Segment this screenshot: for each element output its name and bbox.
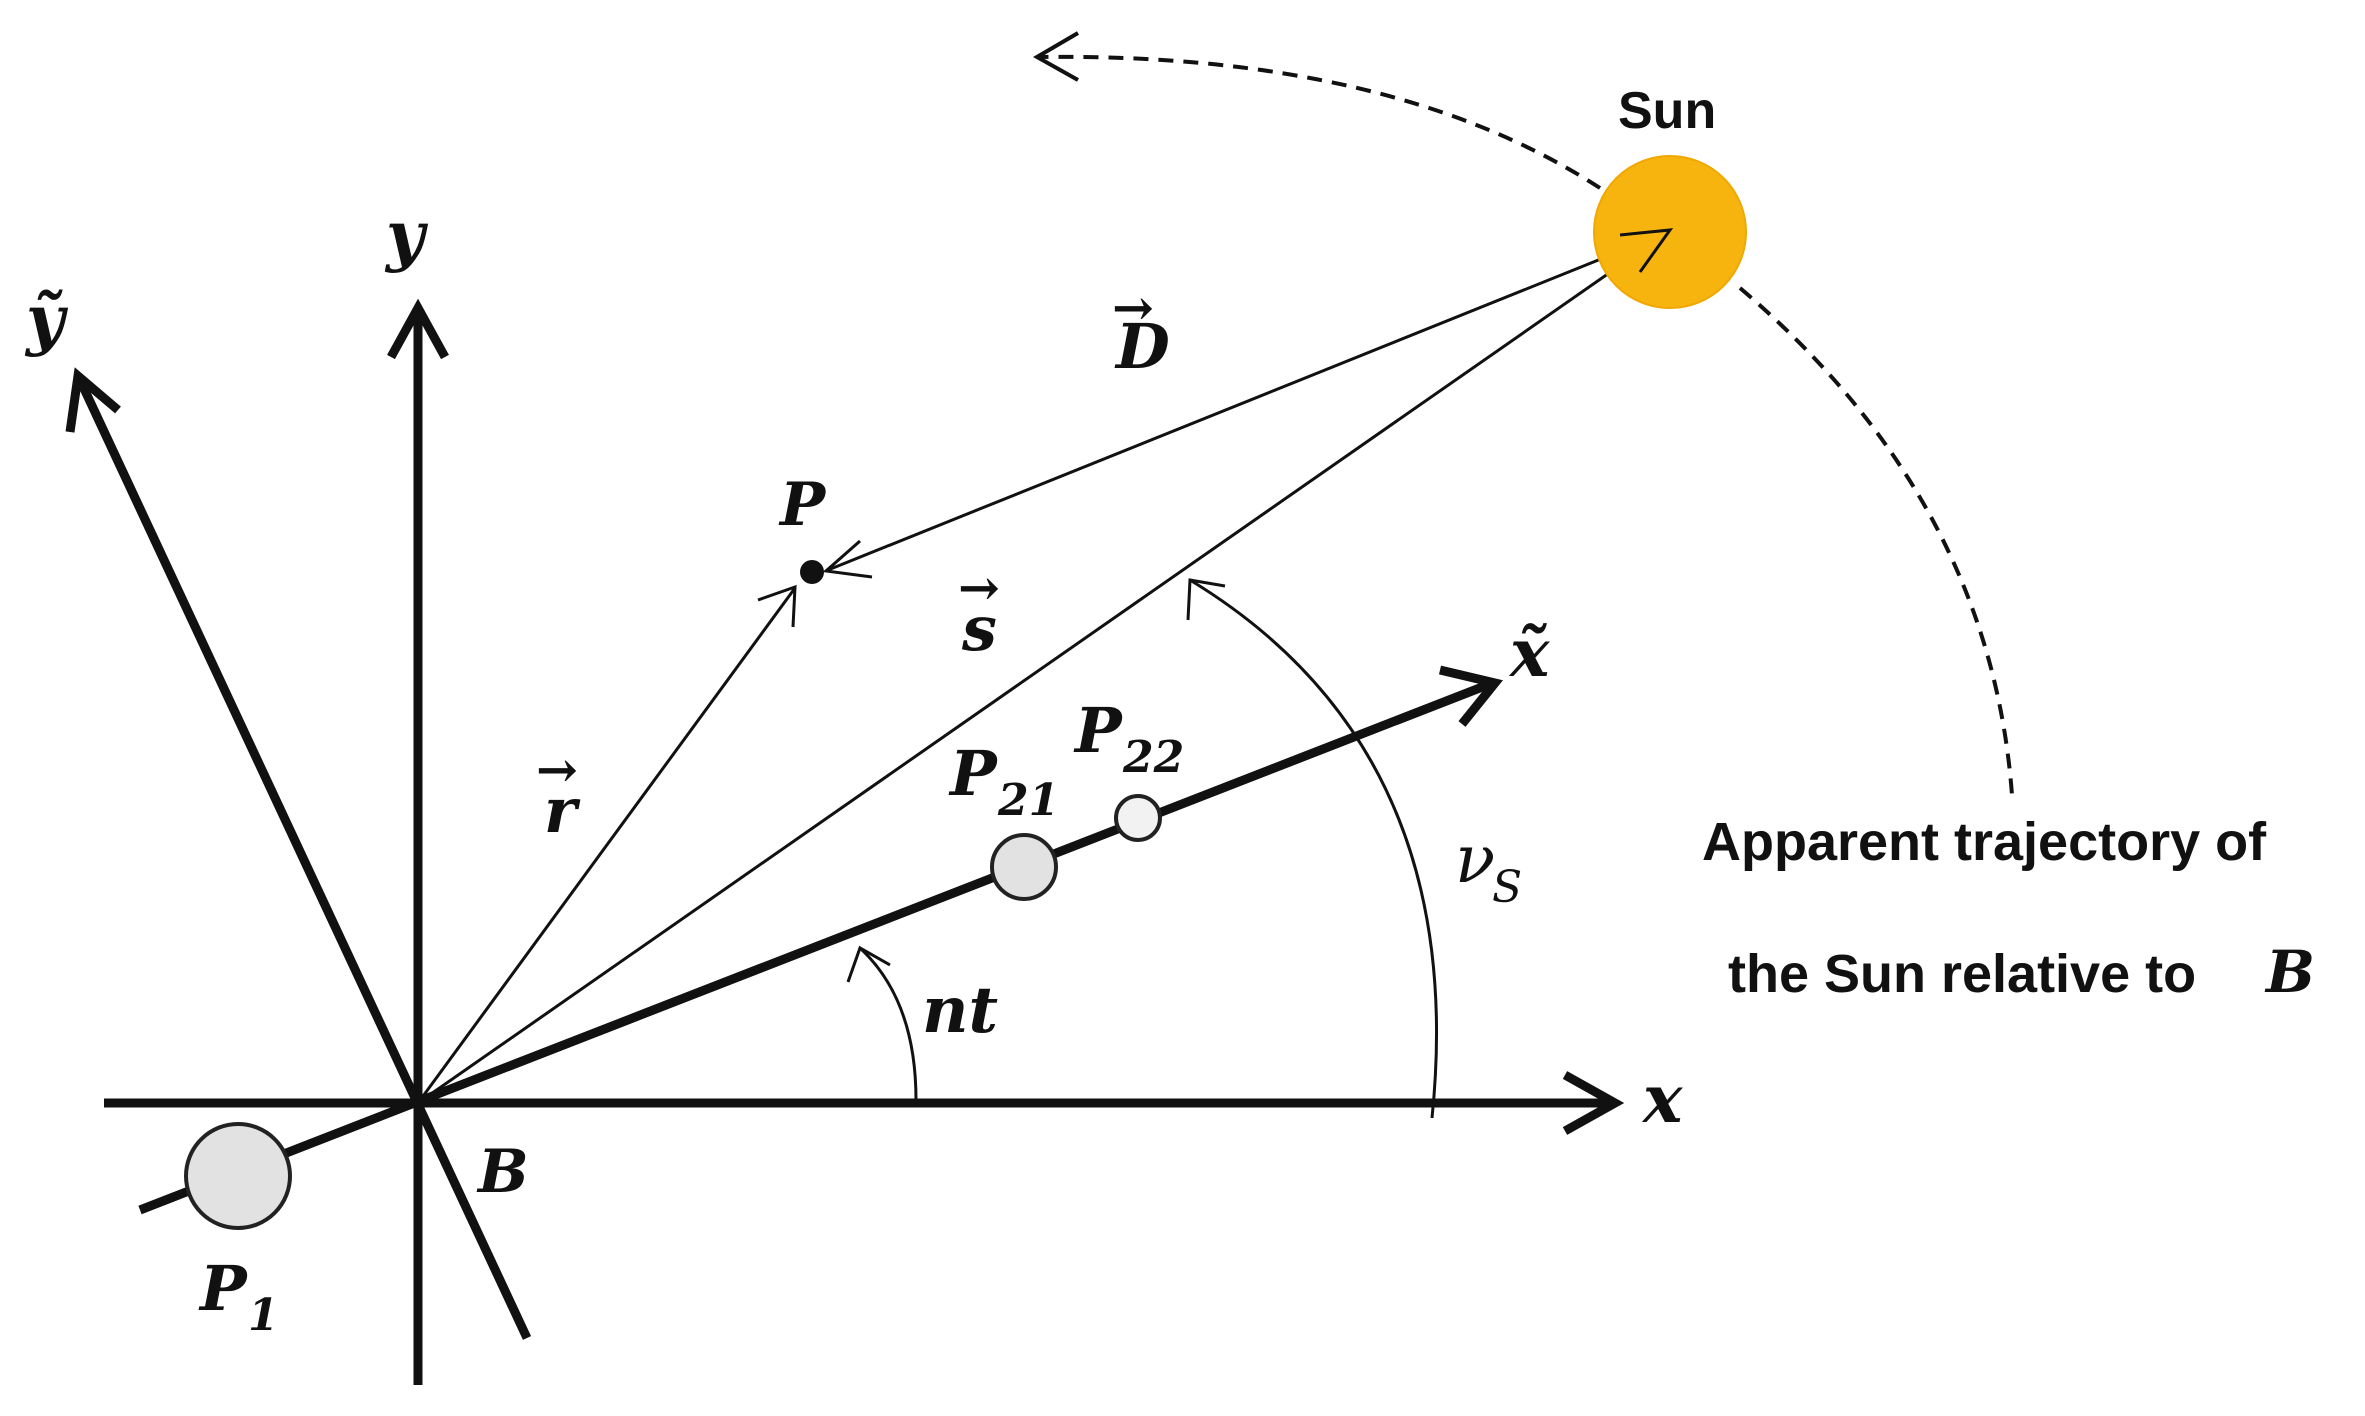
svg-text:s: s [961,592,997,665]
angle-nt-arc [858,946,918,1101]
svg-text:the Sun relative to: the Sun relative to [1728,944,2196,1004]
svg-text:ν: ν [1455,821,1495,898]
svg-text:→: → [1112,278,1154,337]
x-axis-arrowhead [1562,1071,1625,1135]
angle-nu-label: ν S [1455,821,1522,913]
sun-label: Sun [1618,82,1716,140]
y-axis-label: y [384,196,429,274]
angle-nu-arrowhead [1186,578,1226,621]
planet-p21-icon [990,833,1058,901]
trajectory-caption-line2: the Sun relative to B [1728,938,2315,1006]
svg-text:→: → [958,558,1000,617]
trajectory-caption-line1: Apparent trajectory of [1702,812,2267,872]
vector-r-line [416,587,797,1104]
sun-trajectory-lower [1738,286,2014,796]
planet-p21-label: P 21 [948,737,1059,826]
sun-trajectory-arrowhead [1032,31,1080,82]
angle-nt-arrowhead [846,945,891,983]
vector-s-arrowhead [1619,228,1674,273]
origin-b-label: B [476,1137,529,1207]
angle-nt-label: nt [922,973,998,1048]
angle-nu-arc [1189,578,1439,1119]
vector-s-label: → s [958,558,1000,665]
svg-text:22: 22 [1122,732,1184,783]
svg-text:→: → [536,740,578,799]
vector-d-line [827,230,1669,572]
svg-text:r: r [544,774,581,847]
y-tilde-axis-label: ỹ [24,280,69,358]
svg-text:S: S [1492,862,1522,913]
vector-d-label: → D [1112,278,1170,383]
y-tilde-axis-arrowhead [65,367,121,433]
planet-p1-icon [184,1122,292,1230]
svg-text:21: 21 [997,775,1059,826]
vector-r-label: → r [536,740,581,847]
svg-text:D: D [1114,310,1170,383]
x-tilde-axis-arrowhead [1438,665,1503,727]
planet-p22-icon [1114,794,1162,842]
y-tilde-axis [75,378,532,1340]
x-axis-label: x [1641,1060,1683,1138]
vector-s-line [417,230,1669,1105]
vector-d-arrowhead [822,539,873,579]
planet-p1-label: P 1 [198,1252,279,1341]
x-tilde-axis-label: x̃ [1508,614,1550,692]
vector-r-arrowhead [757,584,797,628]
svg-text:P: P [1073,694,1124,767]
svg-text:1: 1 [248,1290,279,1341]
svg-text:B: B [2264,938,2315,1006]
x-tilde-axis [138,679,1492,1215]
svg-text:P: P [198,1252,249,1325]
sun-trajectory-upper [1036,54,1602,190]
planet-p22-label: P 22 [1073,694,1184,783]
svg-text:P: P [948,737,999,810]
point-p-label: P [778,470,827,540]
y-axis-arrowhead [387,298,449,360]
point-p-dot [800,560,824,584]
